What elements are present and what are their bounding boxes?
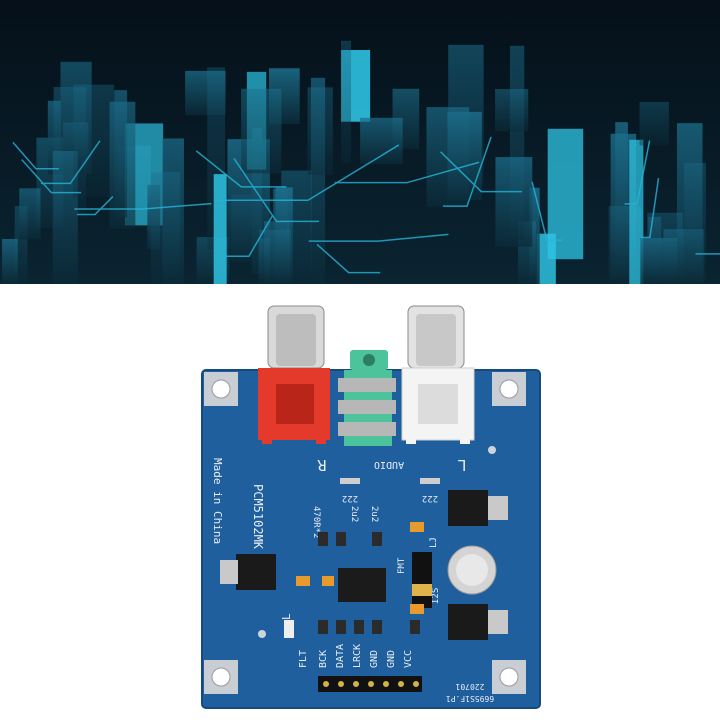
rca-jack-left-white [401, 305, 475, 444]
label-lj: LJ [429, 537, 439, 548]
pin-header [318, 676, 422, 692]
label-caps-right: 222 [422, 493, 438, 503]
pin-label: GND [386, 650, 397, 668]
glowing-traces [12, 136, 720, 274]
pin-label: GND [369, 650, 380, 668]
pin-label: VCC [403, 650, 414, 668]
label-i2s: I2S [431, 588, 441, 604]
circuit-city-banner [0, 0, 720, 284]
label-cap-2u2-a: 2u2 [349, 506, 359, 522]
dac-board-photo: R L AUDIO PCM5102MK 2.0 Made in China 22… [201, 305, 541, 709]
label-led-l: L [280, 613, 293, 620]
label-fmt: FMT [397, 557, 407, 574]
mounting-holes [204, 372, 526, 694]
label-caps-left: 222 [342, 493, 358, 503]
rca-jack-right-red [258, 305, 330, 444]
pin-label: DATA [335, 644, 346, 668]
pin-label: BCK [318, 650, 329, 668]
pin-labels: FLT BCK DATA LRCK GND GND VCC [298, 644, 414, 668]
label-date: 220701 [455, 682, 484, 691]
pin-label: FLT [298, 650, 309, 668]
label-origin: Made in China [211, 458, 224, 544]
label-resistors: 470R*2 [311, 506, 321, 539]
components [220, 446, 508, 640]
pin-label: LRCK [352, 644, 363, 668]
label-r: R [317, 456, 327, 474]
label-cap-2u2-b: 2u2 [369, 506, 379, 522]
audio-jack-green [338, 350, 396, 446]
label-audio: AUDIO [374, 459, 404, 470]
city-buildings [2, 40, 706, 284]
label-serial: 6695S1F.P1 [446, 694, 494, 703]
label-l: L [457, 456, 466, 474]
